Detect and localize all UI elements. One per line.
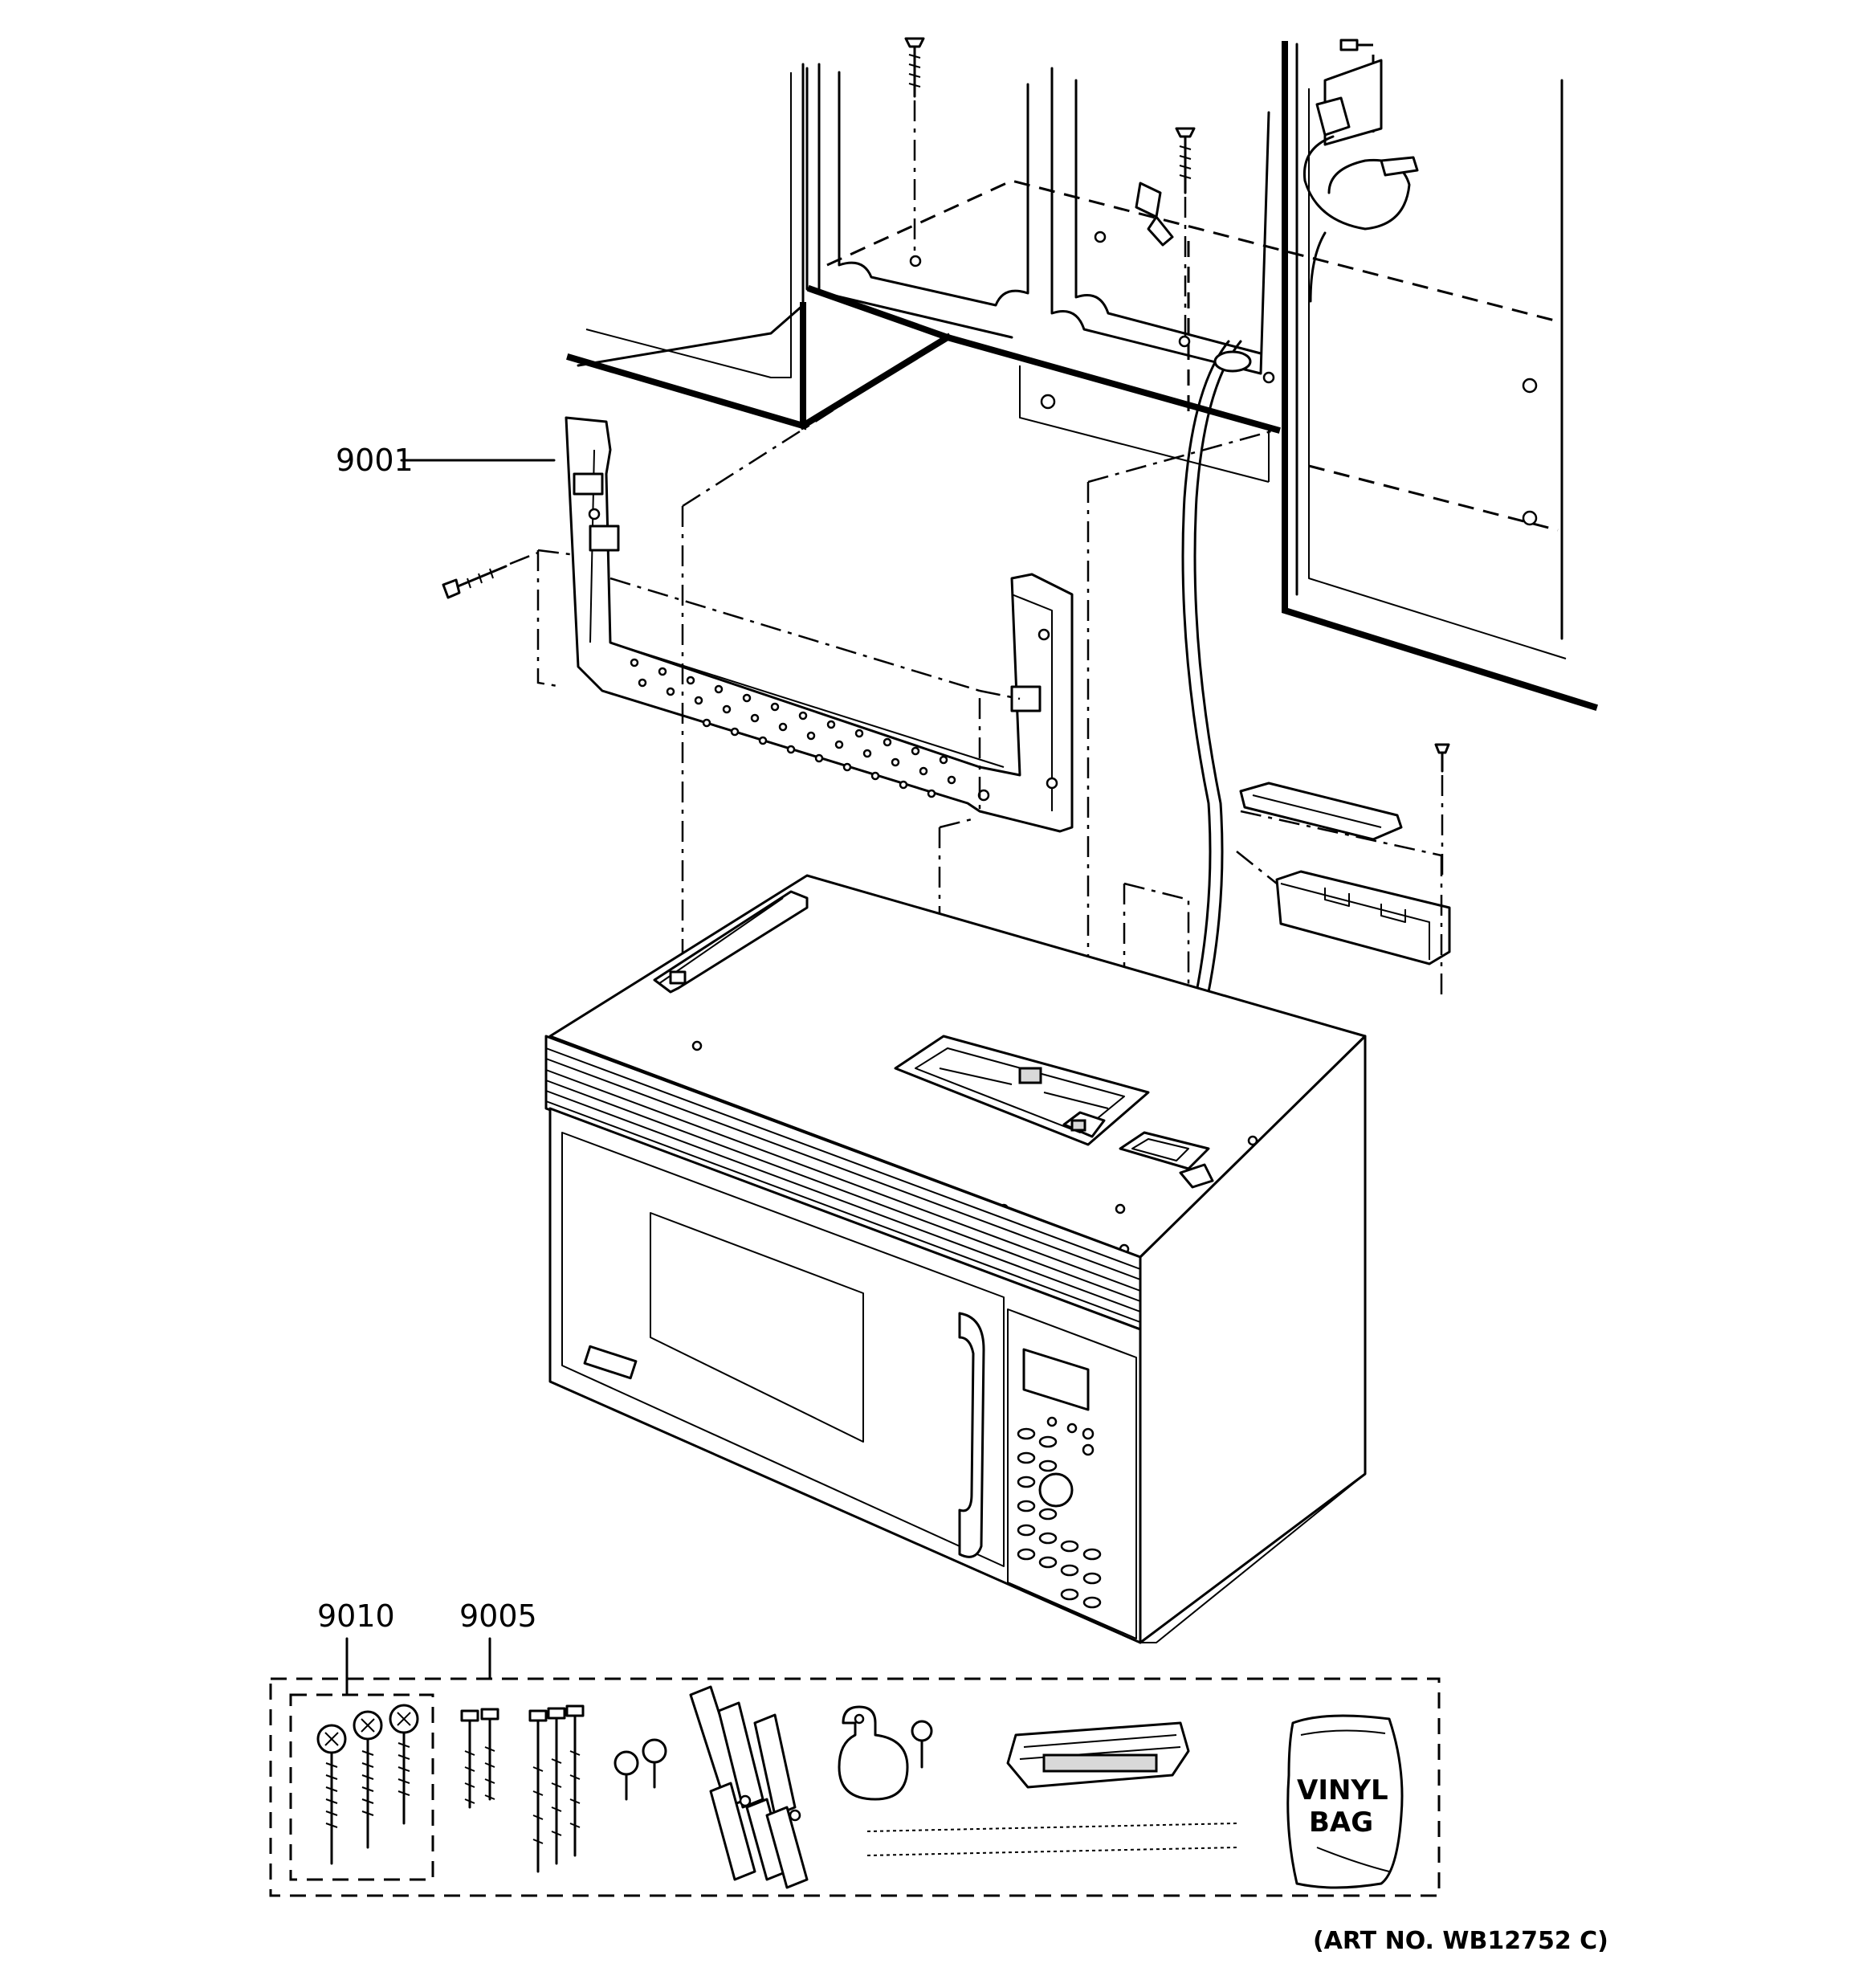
control-dial — [1038, 1472, 1074, 1508]
toggle-wings — [689, 1685, 809, 1889]
spring-strips — [866, 1823, 1237, 1856]
toggle-bolts — [528, 1704, 585, 1873]
art-number: (ART NO. WB12752 C) — [1313, 1927, 1608, 1955]
plate-hole-pattern — [630, 658, 956, 798]
wall-mounting-plate — [400, 336, 1278, 1060]
long-mounting-screws — [316, 1704, 419, 1865]
vinyl-bag: VINYL BAG — [1286, 1714, 1404, 1889]
top-mounting-screws — [904, 37, 1196, 337]
callout-9010: 9010 — [317, 1598, 395, 1634]
small-screws — [614, 1738, 667, 1801]
hardware-kit-box: VINYL BAG — [269, 1677, 1441, 1897]
grille-bracket — [1006, 1721, 1190, 1789]
cord-clamp — [838, 1705, 933, 1801]
power-cord-and-outlet — [1143, 39, 1419, 1142]
vinyl-bag-label-1: VINYL — [1297, 1774, 1388, 1806]
callout-9001: 9001 — [336, 443, 414, 478]
callout-9005: 9005 — [459, 1598, 537, 1634]
vinyl-bag-label-2: BAG — [1309, 1806, 1373, 1839]
short-bolts — [460, 1708, 499, 1809]
microwave-oven — [544, 874, 1367, 1644]
wall-cabinets — [566, 41, 1599, 712]
